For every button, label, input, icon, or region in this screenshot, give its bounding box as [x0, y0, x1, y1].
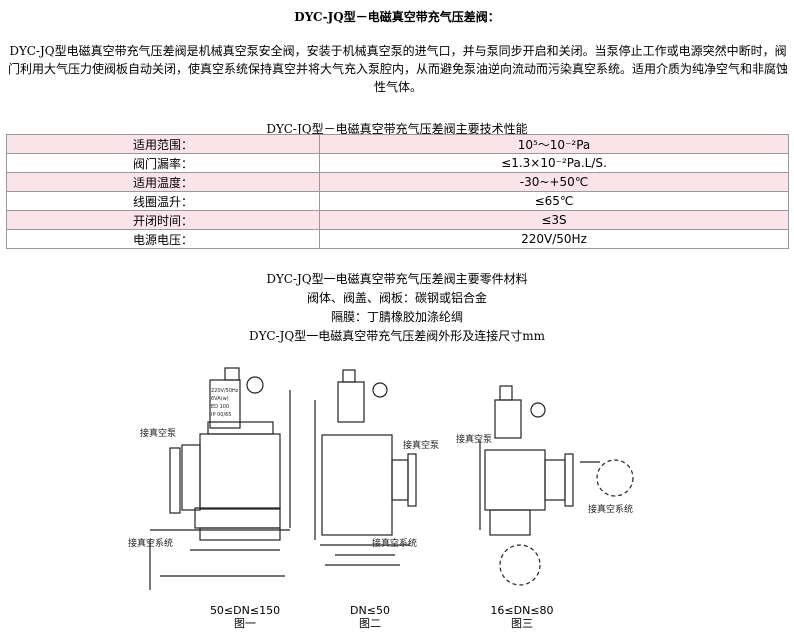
fig3-label-system: 接真空系统: [588, 503, 633, 515]
parts-materials: DYC-JQ型一电磁真空带充气压差阀主要零件材料 阀体、阀盖、阀板：碳钢或铝合金…: [0, 270, 794, 346]
technical-drawings: 接真空泵 接真空系统 接真空泵 接真空系统 接真空系统 接真空泵 220V/50…: [110, 350, 710, 635]
figure-3-range: 16≤DN≤80: [490, 604, 554, 617]
fig2-label-pump: 接真空泵: [403, 439, 439, 451]
figure-3-drawing: [479, 385, 634, 586]
figure-2-range: DN≤50: [350, 604, 390, 617]
coil-label-power: 6VA(w): [211, 396, 229, 402]
spec-value: ≤1.3×10⁻²Pa.L/S.: [319, 153, 789, 173]
spec-value: ≤3S: [319, 210, 789, 230]
figure-3-caption: 16≤DN≤80 图三: [482, 604, 562, 630]
coil-label-rating: 220V/50Hz: [211, 388, 239, 394]
spec-value: -30~+50℃: [319, 172, 789, 192]
table-row: 电源电压： 220V/50Hz: [6, 229, 789, 249]
table-row: 开闭时间： ≤3S: [6, 210, 789, 230]
table-row: 阀门漏率： ≤1.3×10⁻²Pa.L/S.: [6, 153, 789, 173]
coil-label-protection: IP 00/65: [211, 412, 232, 418]
spec-table-title: DYC-JQ型－电磁真空带充气压差阀主要技术性能: [266, 122, 528, 136]
spec-label: 适用范围：: [6, 134, 320, 154]
fig3-label-pump: 接真空泵: [456, 433, 492, 445]
figure-2-name: 图二: [359, 617, 381, 630]
figure-2-drawing: [314, 369, 417, 566]
dimensions-heading: DYC-JQ型一电磁真空带充气压差阀外形及连接尺寸mm: [249, 329, 545, 343]
spec-label: 阀门漏率：: [6, 153, 320, 173]
figure-1-name: 图一: [234, 617, 256, 630]
fig1-label-system: 接真空系统: [128, 537, 173, 549]
figure-3-name: 图三: [511, 617, 533, 630]
figure-1-range: 50≤DN≤150: [209, 604, 281, 617]
parts-diaphragm-material: 隔膜：丁腈橡胶加涤纶绸: [330, 310, 463, 324]
coil-label-duty: ED 100: [211, 404, 229, 410]
spec-value: 10⁵～10⁻²Pa: [319, 134, 789, 154]
fig2-label-system: 接真空系统: [372, 537, 417, 549]
spec-label: 线圈温升：: [6, 191, 320, 211]
spec-label: 适用温度：: [6, 172, 320, 192]
parts-body-material: 阀体、阀盖、阀板：碳钢或铝合金: [306, 291, 487, 305]
spec-label: 电源电压：: [6, 229, 320, 249]
intro-paragraph: DYC-JQ型电磁真空带充气压差阀是机械真空泵安全阀，安装于机械真空泵的进气口，…: [8, 44, 789, 94]
figure-1-drawing: [149, 367, 291, 590]
table-row: 适用温度： -30~+50℃: [6, 172, 789, 192]
figure-2-caption: DN≤50 图二: [335, 604, 405, 630]
page-title: DYC-JQ型－电磁真空带充气压差阀：: [294, 10, 500, 24]
spec-label: 开闭时间：: [6, 210, 320, 230]
figure-1-caption: 50≤DN≤150 图一: [205, 604, 285, 630]
spec-table: 适用范围： 10⁵～10⁻²Pa 阀门漏率： ≤1.3×10⁻²Pa.L/S. …: [6, 134, 789, 249]
table-row: 线圈温升： ≤65℃: [6, 191, 789, 211]
spec-value: 220V/50Hz: [319, 229, 789, 249]
spec-value: ≤65℃: [319, 191, 789, 211]
valve-drawings-svg: 接真空泵 接真空系统 接真空泵 接真空系统 接真空系统 接真空泵 220V/50…: [128, 367, 634, 590]
parts-heading: DYC-JQ型一电磁真空带充气压差阀主要零件材料: [266, 272, 528, 286]
fig1-label-pump: 接真空泵: [140, 427, 176, 439]
table-row: 适用范围： 10⁵～10⁻²Pa: [6, 134, 789, 154]
